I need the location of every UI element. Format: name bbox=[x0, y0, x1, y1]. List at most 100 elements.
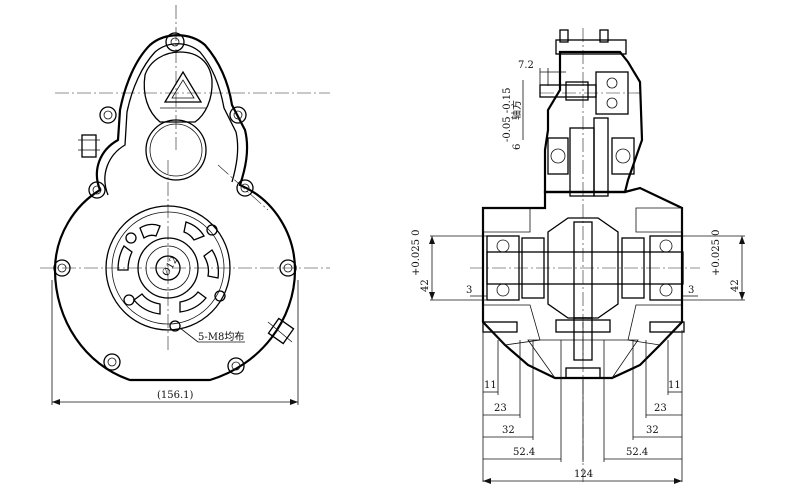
bore-right-arrow-bottom bbox=[739, 292, 745, 300]
stud-hole-4 bbox=[214, 290, 226, 302]
side-view: 7.2 6 -0.05 -0.15 轴方 42 +0.025 0 42 +0.0… bbox=[411, 28, 745, 485]
stud-hole-1 bbox=[125, 232, 137, 244]
bolt-hole-right bbox=[283, 263, 293, 273]
keyway-tol-values: -0.05 -0.15 bbox=[502, 88, 513, 142]
wall-hatch-left-top bbox=[482, 207, 531, 233]
bore-left-tol: +0.025 0 bbox=[411, 229, 422, 276]
mid-bearing-left bbox=[547, 137, 569, 175]
middle-window-inner bbox=[149, 123, 203, 177]
upper-bearing bbox=[595, 71, 629, 115]
bolt-bosses bbox=[53, 32, 297, 375]
wall-hatch-bottom bbox=[527, 339, 639, 379]
bolt-hole-top bbox=[170, 37, 180, 47]
hub-slot-3 bbox=[117, 245, 133, 271]
left-bearing-ball-2 bbox=[496, 283, 510, 297]
bolt-hole-bottom-right bbox=[231, 361, 241, 371]
bolts-label: 5-M8均布 bbox=[198, 331, 244, 343]
intermediate-shaft bbox=[593, 117, 609, 197]
mid-bearing-left-ball bbox=[550, 148, 566, 164]
dim-left-32: 32 bbox=[502, 425, 515, 436]
bore-left-label: 42 bbox=[420, 279, 431, 292]
top-bolt-right bbox=[599, 29, 609, 43]
upper-cap bbox=[143, 51, 213, 123]
hub-slot-6 bbox=[179, 291, 207, 313]
left-bearing bbox=[486, 235, 520, 301]
lower-housing bbox=[481, 186, 684, 380]
bore-left-arrow-top bbox=[429, 236, 435, 244]
side-bolt-right bbox=[649, 321, 685, 333]
hub-outer bbox=[105, 205, 231, 331]
width-arrow-left bbox=[52, 399, 60, 405]
stud-hole-5 bbox=[169, 320, 181, 332]
mid-bearing-right bbox=[611, 137, 635, 175]
bolt-boss-left-mid bbox=[88, 181, 106, 199]
dim-left-52: 52.4 bbox=[513, 447, 535, 458]
wall-hatch-right-top bbox=[635, 207, 683, 233]
bolt-hole-right-upper bbox=[233, 110, 243, 120]
pinion-nut bbox=[555, 319, 611, 333]
logo-inner-icon bbox=[171, 79, 195, 99]
right-fitting-line bbox=[267, 321, 293, 343]
bolt-boss-right-upper bbox=[229, 106, 247, 124]
upper-bearing-ball-1 bbox=[606, 77, 618, 89]
dim-total-label: 124 bbox=[574, 469, 593, 480]
dim-right-23: 23 bbox=[654, 403, 667, 414]
dim-total-arrow-right bbox=[674, 478, 682, 484]
side-bolt-left bbox=[482, 321, 518, 333]
logo-icon bbox=[163, 70, 203, 103]
hub-shaft bbox=[155, 255, 181, 281]
input-shaft-collar bbox=[565, 81, 589, 101]
right-fitting bbox=[267, 317, 295, 345]
wall-hatch-left-bottom bbox=[482, 304, 541, 346]
stud-hole-2 bbox=[206, 224, 218, 236]
housing-inner-outline bbox=[104, 43, 239, 196]
bore-right-arrow-top bbox=[739, 236, 745, 244]
dim-right-11: 11 bbox=[668, 380, 681, 391]
chamfer-left-label: 3 bbox=[466, 285, 472, 296]
left-bearing-ball-1 bbox=[496, 239, 510, 253]
hub-bore bbox=[145, 245, 191, 291]
bolt-hole-left-mid bbox=[92, 185, 102, 195]
width-label: (156.1) bbox=[157, 390, 194, 401]
differential-case bbox=[547, 217, 619, 319]
left-fitting bbox=[81, 134, 97, 158]
middle-window bbox=[145, 119, 207, 181]
inner-bearing-right bbox=[621, 237, 645, 299]
hub-slot-4 bbox=[203, 249, 220, 279]
main-hub: Ø12 bbox=[105, 205, 231, 332]
bore-right-label: 42 bbox=[730, 279, 741, 292]
right-bearing-ball-2 bbox=[659, 283, 673, 297]
upper-bearing-ball-2 bbox=[606, 97, 618, 109]
dim-right-32: 32 bbox=[646, 425, 659, 436]
right-bearing bbox=[649, 235, 683, 301]
hub-slot-5 bbox=[133, 293, 161, 315]
intermediate-gear bbox=[569, 127, 595, 197]
housing-outline bbox=[53, 34, 297, 382]
dim-total-arrow-left bbox=[483, 478, 491, 484]
keyway-suffix: 轴方 bbox=[510, 100, 523, 120]
keyway-tol-label: 6 bbox=[512, 144, 523, 150]
bolt-boss-bottom-left bbox=[103, 353, 121, 371]
front-view: Ø12 5-M8均布 (156.1) bbox=[40, 5, 330, 405]
bolt-boss-right-mid bbox=[236, 179, 254, 197]
dim-left-23: 23 bbox=[494, 403, 507, 414]
chamfer-right-label: 3 bbox=[688, 285, 694, 296]
hub-center bbox=[137, 237, 199, 299]
inner-bearing-left bbox=[521, 237, 545, 299]
hub-slot-2 bbox=[183, 221, 205, 241]
wall-hatch-right-bottom bbox=[627, 304, 683, 346]
stud-hole-3 bbox=[123, 294, 135, 306]
hub-rim bbox=[111, 211, 225, 325]
top-bolt-left bbox=[559, 29, 569, 43]
top-bolt-flange bbox=[555, 39, 627, 55]
bore-right-tol: +0.025 0 bbox=[711, 229, 722, 276]
bolt-hole-left bbox=[57, 263, 67, 273]
bolt-boss-left-upper bbox=[99, 106, 117, 124]
bolt-hole-left-upper bbox=[103, 110, 113, 120]
width-arrow-right bbox=[290, 399, 298, 405]
dim-right-52: 52.4 bbox=[626, 447, 648, 458]
bolts-leader bbox=[179, 327, 199, 343]
mid-bearing-right-ball bbox=[615, 148, 631, 164]
